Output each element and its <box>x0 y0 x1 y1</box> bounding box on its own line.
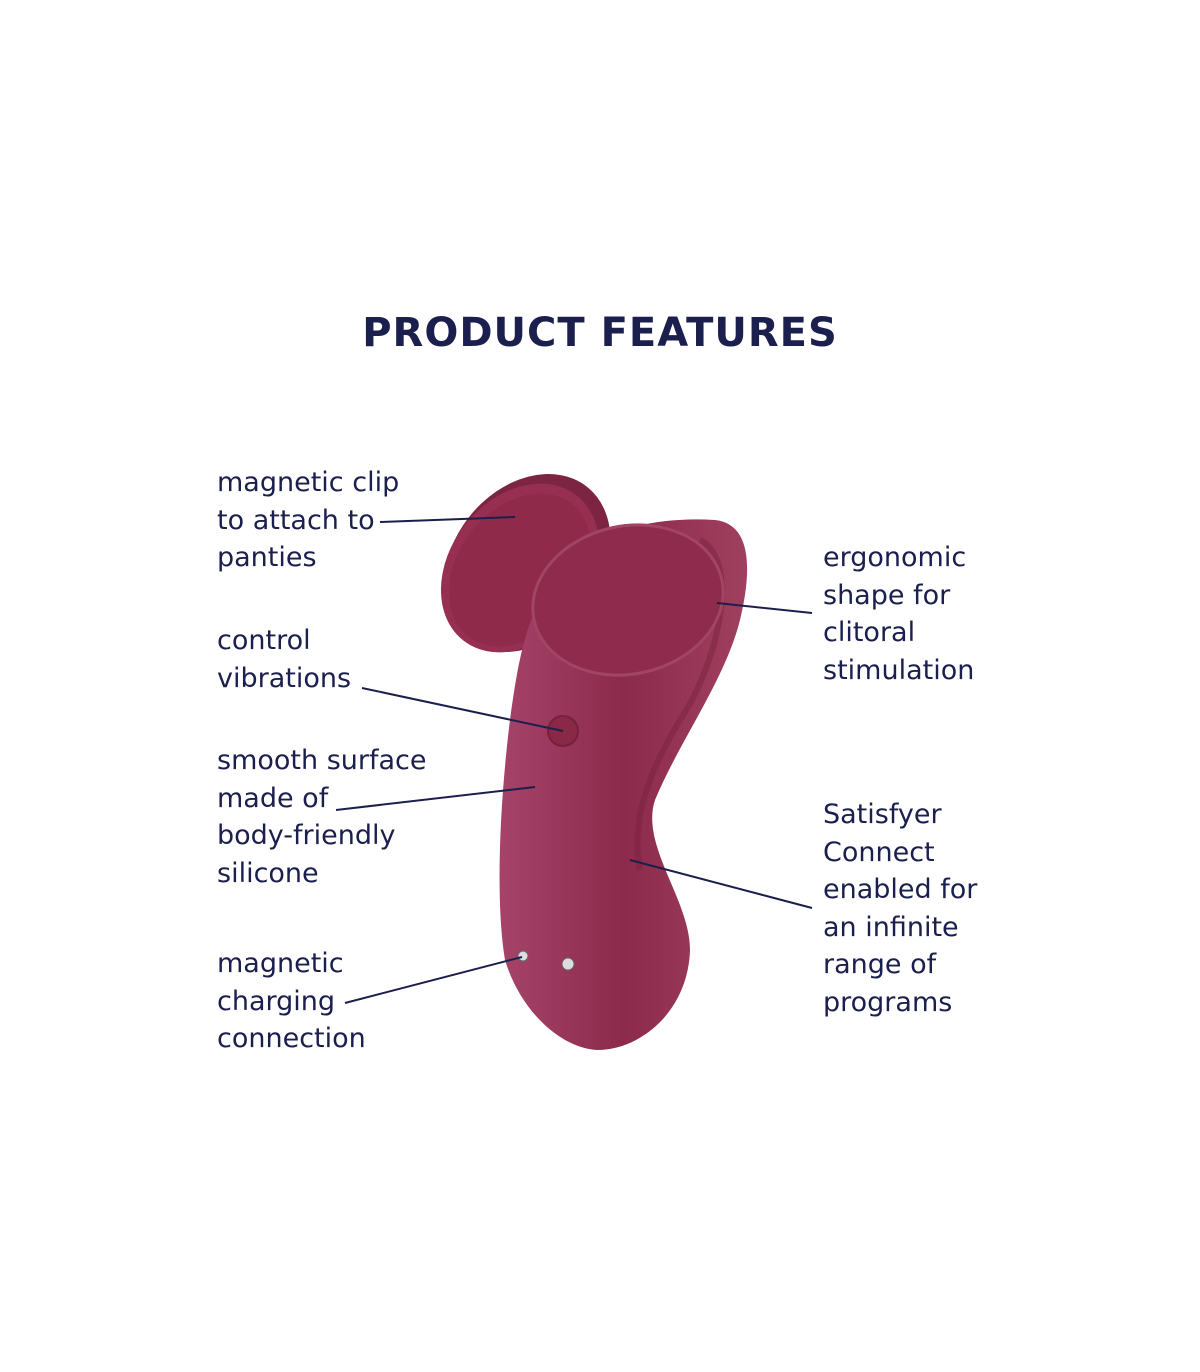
leader-line-charging <box>344 956 523 1004</box>
feature-control-vibrations: control vibrations <box>217 625 352 694</box>
feature-ergonomic-shape: ergonomic shape for clitoral stimulation <box>823 542 975 686</box>
leader-line-clip <box>379 516 516 523</box>
feature-smooth-surface: smooth surface made of body-friendly sil… <box>217 745 427 889</box>
charging-contact <box>517 950 529 962</box>
feature-magnetic-clip: magnetic clip to attach to panties <box>217 467 400 573</box>
vibrator-body <box>499 519 748 1050</box>
leader-line-surface <box>335 786 536 811</box>
leader-lines <box>335 516 813 1004</box>
leader-line-ergonomic <box>716 602 813 614</box>
feature-satisfyer-connect: Satisfyer Connect enabled for an infinit… <box>823 799 978 1018</box>
feature-magnetic-charging: magnetic charging connection <box>217 948 366 1054</box>
leader-line-control <box>361 687 564 732</box>
page-title: PRODUCT FEATURES <box>362 310 838 356</box>
leader-line-connect <box>629 859 813 909</box>
charging-contact <box>561 957 575 971</box>
